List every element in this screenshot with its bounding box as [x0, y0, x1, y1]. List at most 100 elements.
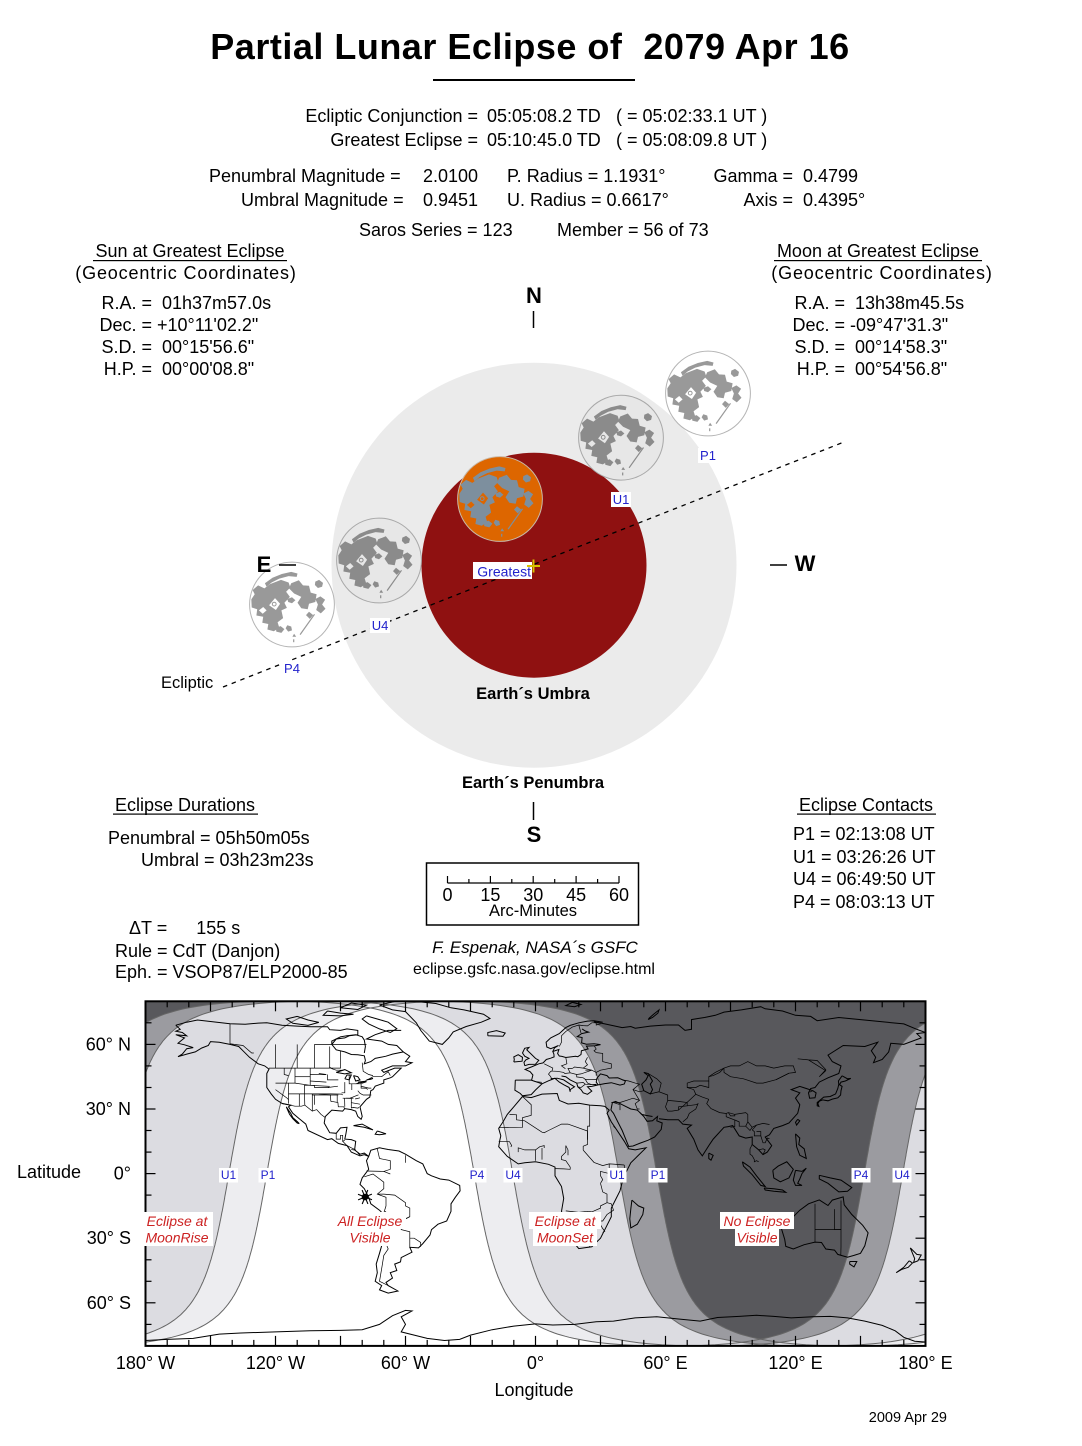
- svg-text:Earth´s Umbra: Earth´s Umbra: [476, 685, 591, 703]
- svg-text:No Eclipse: No Eclipse: [724, 1213, 791, 1229]
- svg-text:Ecliptic Conjunction =: Ecliptic Conjunction =: [305, 106, 478, 126]
- svg-text:U4: U4: [505, 1168, 521, 1182]
- svg-text:Greatest Eclipse =: Greatest Eclipse =: [330, 130, 478, 150]
- svg-text:U4 = 06:49:50 UT: U4 = 06:49:50 UT: [793, 869, 936, 889]
- svg-text:Member = 56 of 73: Member = 56 of 73: [557, 220, 709, 240]
- svg-text:13h38m45.5s: 13h38m45.5s: [855, 293, 964, 313]
- svg-text:15: 15: [480, 885, 500, 905]
- svg-text:H.P. =: H.P. =: [797, 359, 845, 379]
- svg-text:60° S: 60° S: [87, 1293, 131, 1313]
- svg-text:Umbral = 03h23m23s: Umbral = 03h23m23s: [141, 850, 314, 870]
- svg-text:H.P. =: H.P. =: [104, 359, 152, 379]
- svg-text:Visible: Visible: [350, 1230, 391, 1246]
- svg-text:Penumbral = 05h50m05s: Penumbral = 05h50m05s: [108, 828, 310, 848]
- svg-text:U4: U4: [894, 1168, 910, 1182]
- svg-text:Sun at Greatest Eclipse: Sun at Greatest Eclipse: [95, 241, 284, 261]
- svg-text:01h37m57.0s: 01h37m57.0s: [162, 293, 271, 313]
- svg-text:S: S: [527, 822, 542, 847]
- svg-text:Visible: Visible: [737, 1230, 778, 1246]
- svg-text:MoonSet: MoonSet: [537, 1230, 594, 1246]
- svg-text:Penumbral Magnitude =: Penumbral Magnitude =: [209, 166, 401, 186]
- svg-text:2.0100: 2.0100: [423, 166, 478, 186]
- svg-text:0°: 0°: [527, 1353, 544, 1373]
- svg-text:0: 0: [442, 885, 452, 905]
- svg-text:U1: U1: [221, 1168, 237, 1182]
- svg-text:60° W: 60° W: [381, 1353, 430, 1373]
- svg-text:P4: P4: [470, 1168, 485, 1182]
- svg-text:30: 30: [523, 885, 543, 905]
- svg-text:P1: P1: [261, 1168, 276, 1182]
- svg-text:0.4395°: 0.4395°: [803, 190, 865, 210]
- svg-text:60° E: 60° E: [643, 1353, 687, 1373]
- svg-text:Ecliptic: Ecliptic: [161, 674, 213, 692]
- svg-text:Latitude: Latitude: [17, 1162, 81, 1182]
- svg-text:MoonRise: MoonRise: [145, 1230, 208, 1246]
- svg-text:Eph. = VSOP87/ELP2000-85: Eph. = VSOP87/ELP2000-85: [115, 962, 348, 982]
- svg-text:00°15'56.6": 00°15'56.6": [162, 337, 254, 357]
- svg-text:Partial Lunar Eclipse of 2079: Partial Lunar Eclipse of 2079 Apr 16: [210, 26, 849, 67]
- svg-text:P4: P4: [284, 661, 300, 676]
- svg-text:Gamma =: Gamma =: [713, 166, 793, 186]
- svg-text:U4: U4: [372, 618, 389, 633]
- svg-text:Dec. =: Dec. =: [792, 315, 845, 335]
- svg-text:0°: 0°: [114, 1164, 131, 1184]
- svg-text:30° N: 30° N: [86, 1099, 131, 1119]
- svg-text:( = 05:02:33.1 UT ): ( = 05:02:33.1 UT ): [616, 106, 767, 126]
- svg-text:120° E: 120° E: [768, 1353, 822, 1373]
- svg-text:(Geocentric Coordinates): (Geocentric Coordinates): [75, 263, 297, 283]
- svg-text:Axis =: Axis =: [743, 190, 793, 210]
- svg-text:W: W: [795, 551, 816, 576]
- svg-text:R.A. =: R.A. =: [794, 293, 845, 313]
- svg-text:00°14'58.3": 00°14'58.3": [855, 337, 947, 357]
- svg-text:2009 Apr 29: 2009 Apr 29: [869, 1410, 947, 1426]
- svg-text:Saros Series = 123: Saros Series = 123: [359, 220, 513, 240]
- svg-text:R.A. =: R.A. =: [101, 293, 152, 313]
- svg-text:Arc-Minutes: Arc-Minutes: [489, 902, 577, 920]
- svg-text:Longitude: Longitude: [494, 1380, 573, 1400]
- svg-text:60° N: 60° N: [86, 1034, 131, 1054]
- svg-text:180° W: 180° W: [116, 1353, 175, 1373]
- svg-text:0.4799: 0.4799: [803, 166, 858, 186]
- svg-text:+10°11'02.2": +10°11'02.2": [157, 315, 258, 335]
- svg-text:00°54'56.8": 00°54'56.8": [855, 359, 947, 379]
- svg-text:U1 = 03:26:26 UT: U1 = 03:26:26 UT: [793, 847, 936, 867]
- svg-text:ΔT =: ΔT =: [129, 918, 167, 938]
- svg-text:05:05:08.2 TD: 05:05:08.2 TD: [487, 106, 601, 126]
- svg-text:Eclipse Contacts: Eclipse Contacts: [799, 795, 933, 815]
- svg-text:-09°47'31.3": -09°47'31.3": [850, 315, 948, 335]
- svg-text:Eclipse Durations: Eclipse Durations: [115, 795, 255, 815]
- svg-text:N: N: [526, 283, 542, 308]
- svg-text:45: 45: [566, 885, 586, 905]
- svg-text:E: E: [257, 552, 272, 577]
- svg-text:Eclipse at: Eclipse at: [535, 1213, 597, 1229]
- svg-text:Eclipse at: Eclipse at: [147, 1213, 209, 1229]
- svg-text:U1: U1: [609, 1168, 625, 1182]
- svg-text:00°00'08.8": 00°00'08.8": [162, 359, 254, 379]
- svg-text:60: 60: [609, 885, 629, 905]
- svg-text:Greatest: Greatest: [477, 564, 531, 580]
- svg-text:30° S: 30° S: [87, 1228, 131, 1248]
- svg-text:S.D. =: S.D. =: [101, 337, 152, 357]
- svg-text:P. Radius = 1.1931°: P. Radius = 1.1931°: [507, 166, 665, 186]
- svg-text:All Eclipse: All Eclipse: [337, 1213, 403, 1229]
- svg-text:0.9451: 0.9451: [423, 190, 478, 210]
- svg-text:S.D. =: S.D. =: [794, 337, 845, 357]
- svg-text:155 s: 155 s: [196, 918, 240, 938]
- svg-text:05:10:45.0 TD: 05:10:45.0 TD: [487, 130, 601, 150]
- svg-text:Umbral Magnitude =: Umbral Magnitude =: [241, 190, 404, 210]
- svg-text:Moon at Greatest Eclipse: Moon at Greatest Eclipse: [777, 241, 979, 261]
- svg-text:Dec. =: Dec. =: [99, 315, 152, 335]
- svg-text:P1: P1: [651, 1168, 666, 1182]
- svg-text:180° E: 180° E: [898, 1353, 952, 1373]
- svg-text:U. Radius = 0.6617°: U. Radius = 0.6617°: [507, 190, 669, 210]
- svg-text:P4: P4: [854, 1168, 869, 1182]
- svg-text:Earth´s Penumbra: Earth´s Penumbra: [462, 774, 605, 792]
- svg-text:120° W: 120° W: [246, 1353, 305, 1373]
- svg-text:eclipse.gsfc.nasa.gov/eclipse.: eclipse.gsfc.nasa.gov/eclipse.html: [413, 961, 655, 978]
- svg-text:P4 = 08:03:13 UT: P4 = 08:03:13 UT: [793, 892, 935, 912]
- svg-text:P1 = 02:13:08 UT: P1 = 02:13:08 UT: [793, 824, 935, 844]
- svg-text:( = 05:08:09.8 UT ): ( = 05:08:09.8 UT ): [616, 130, 767, 150]
- svg-text:Rule = CdT (Danjon): Rule = CdT (Danjon): [115, 941, 280, 961]
- svg-text:F. Espenak, NASA´s GSFC: F. Espenak, NASA´s GSFC: [432, 938, 638, 957]
- svg-text:(Geocentric Coordinates): (Geocentric Coordinates): [771, 263, 993, 283]
